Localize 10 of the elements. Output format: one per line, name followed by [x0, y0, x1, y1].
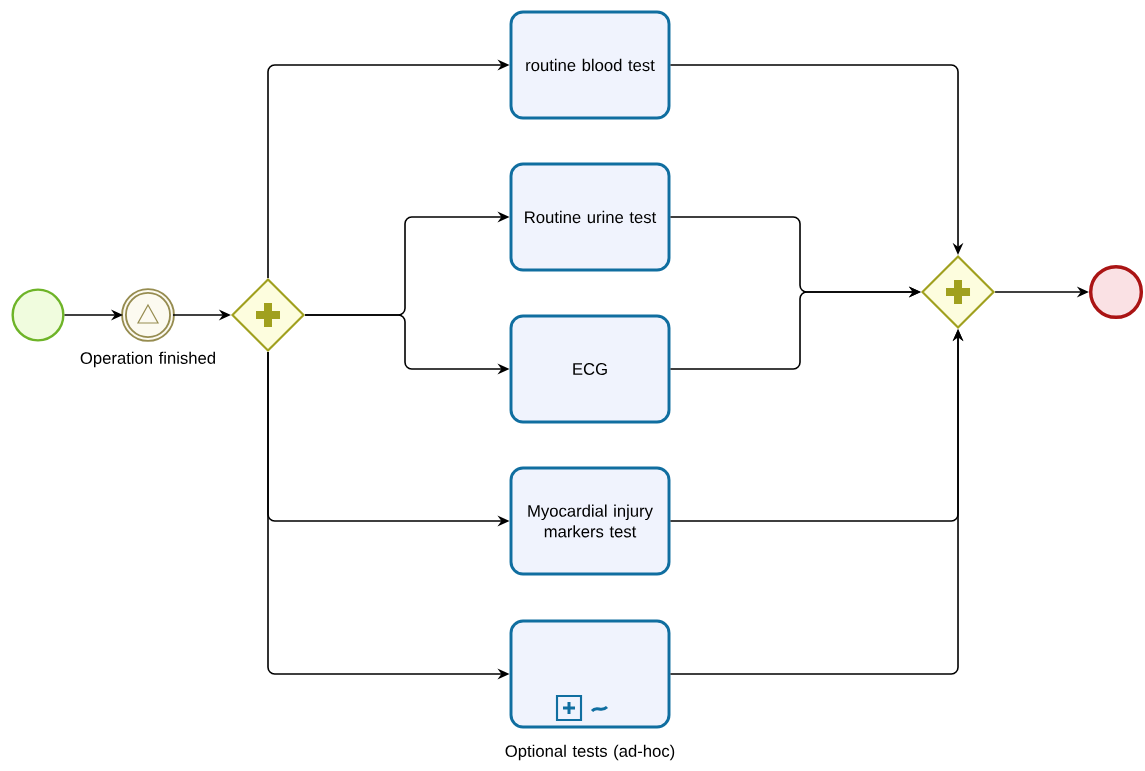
task-box: Routine urine test	[509, 162, 671, 272]
subprocess-box: Optional tests (ad-hoc)	[505, 619, 675, 761]
node-label: Optional tests (ad-hoc)	[505, 744, 675, 761]
task-box: Myocardial injury markers test	[509, 466, 671, 576]
start-event-circle	[11, 288, 65, 342]
task-box: routine blood test	[509, 10, 671, 120]
node-label: Operation finished	[80, 351, 215, 368]
task-box: ECG	[509, 314, 671, 424]
intermediate-event: Operation finished	[80, 288, 215, 368]
end-event-circle	[1088, 264, 1144, 320]
